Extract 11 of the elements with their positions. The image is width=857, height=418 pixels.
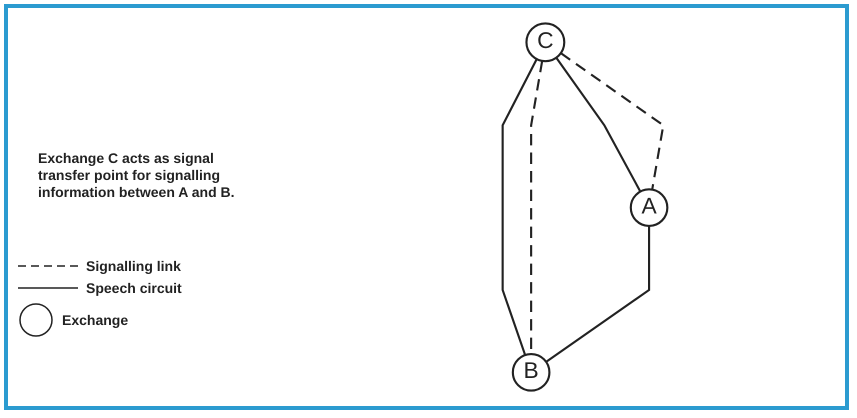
legend-label: Speech circuit	[86, 280, 182, 296]
note-text: Exchange C acts as signal transfer point for signalling information between A and B.	[38, 150, 236, 201]
node-circle: C	[525, 22, 566, 62]
legend-label: Exchange	[62, 312, 128, 328]
connector	[502, 58, 538, 356]
legend-label: Signalling link	[86, 258, 181, 274]
node-circle: A	[630, 188, 668, 227]
node-circle: B	[512, 352, 550, 392]
connector	[555, 57, 642, 192]
connector	[560, 52, 664, 190]
connector	[546, 226, 650, 363]
